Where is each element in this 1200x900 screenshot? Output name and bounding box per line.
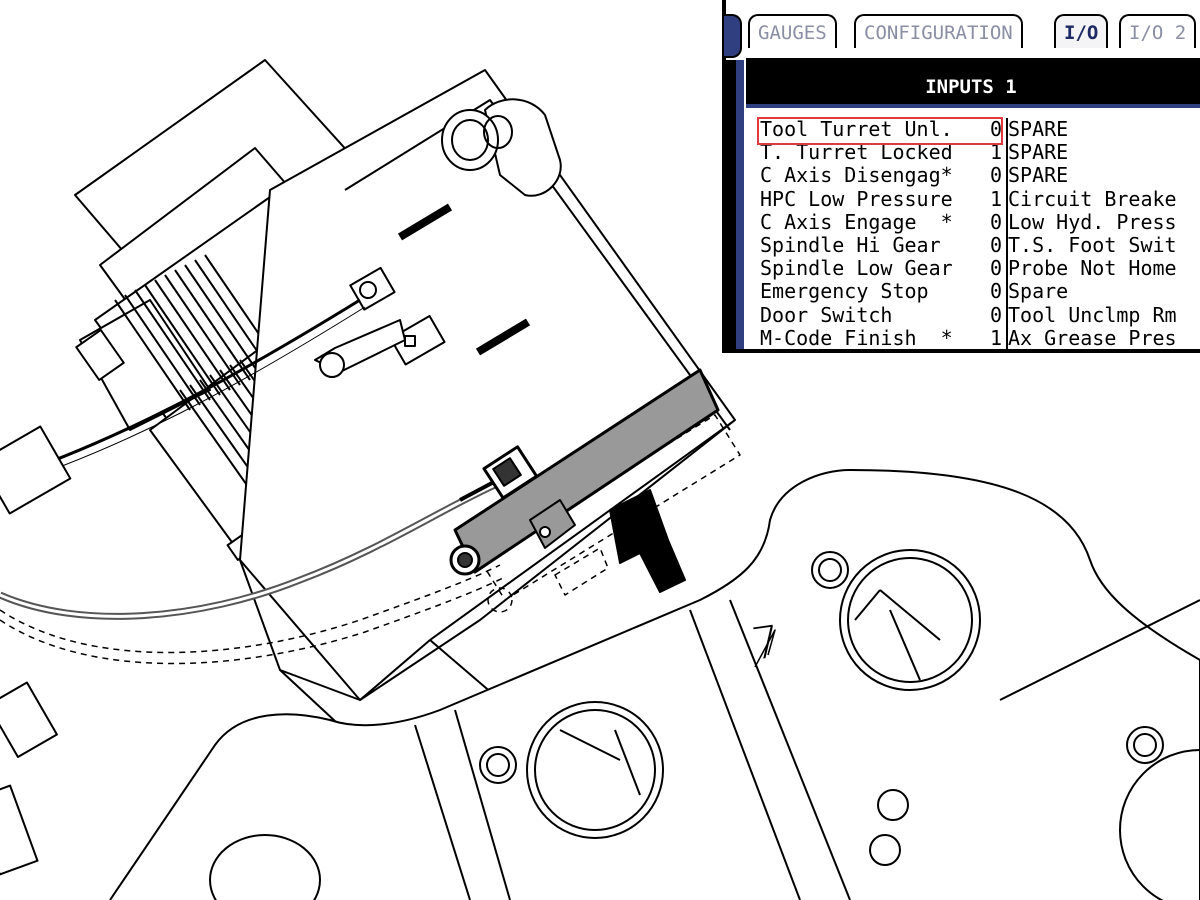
io-row: T. Turret Locked 1 SPARE	[756, 140, 1068, 164]
tab-stub[interactable]	[724, 14, 742, 58]
io-row: HPC Low Pressure 1 Circuit Breake	[756, 187, 1177, 211]
input-name-right: Spare	[1008, 279, 1069, 304]
input-value: 1	[989, 186, 1002, 211]
input-name-right: SPARE	[1008, 117, 1069, 141]
input-name: Emergency Stop	[760, 279, 929, 304]
io-row: Emergency Stop 0 Spare	[756, 280, 1068, 303]
io-row: C Axis Engage * 0 Low Hyd. Press	[756, 210, 1177, 234]
turret-unclamp-switch-bracket	[449, 368, 720, 576]
input-name-right: Low Hyd. Press	[1008, 209, 1177, 234]
sensor-cables	[0, 298, 506, 665]
input-name-right: Circuit Breake	[1008, 186, 1177, 211]
page-title: INPUTS 1	[925, 76, 1017, 98]
input-value: 0	[989, 232, 1002, 257]
input-value: 0	[989, 256, 1002, 281]
input-name-right: Ax Grease Pres	[1008, 325, 1177, 350]
io-row: C Axis Disengag* 0 SPARE	[756, 164, 1068, 187]
io-row: Spindle Low Gear 0 Probe Not Home	[756, 256, 1177, 280]
input-name-right: Tool Unclmp Rm	[1008, 302, 1177, 327]
ghost-bracket-position	[479, 414, 741, 613]
input-name-right: SPARE	[1008, 163, 1069, 188]
input-name: Door Switch	[760, 302, 893, 327]
input-value: 0	[989, 209, 1002, 234]
highlight-box	[757, 117, 1003, 145]
input-name: T. Turret Locked	[760, 140, 953, 165]
input-name: Spindle Hi Gear	[760, 232, 941, 257]
screen-frame-left	[722, 0, 726, 353]
input-name: C Axis Engage *	[760, 209, 953, 234]
column-divider	[1006, 118, 1008, 350]
input-name: M-Code Finish *	[760, 325, 953, 350]
control-io-screen: GAUGES CONFIGURATION I/O I/O 2 INPUTS 1 …	[722, 0, 1200, 353]
input-name: Spindle Low Gear	[760, 256, 953, 281]
input-value: 1	[989, 140, 1002, 165]
input-name: HPC Low Pressure	[760, 186, 953, 211]
screen-frame-bottom	[722, 349, 1200, 353]
left-rail-accent	[736, 60, 744, 349]
tab-configuration[interactable]: CONFIGURATION	[854, 14, 1023, 48]
tab-bar: GAUGES CONFIGURATION I/O I/O 2	[722, 0, 1200, 58]
io-row: M-Code Finish * 1 Ax Grease Pres	[756, 326, 1177, 350]
input-value: 0	[989, 117, 1002, 141]
io-row: Tool Turret Unl. 0 SPARE	[756, 117, 1068, 141]
direction-arrow	[609, 489, 686, 593]
input-value: 1	[989, 325, 1002, 350]
io-row: Spindle Hi Gear 0 T.S. Foot Swit	[756, 233, 1177, 257]
input-name-right: SPARE	[1008, 140, 1069, 165]
tab-io-2[interactable]: I/O 2	[1119, 14, 1197, 48]
input-name-right: T.S. Foot Swit	[1008, 232, 1177, 257]
io-row: Door Switch 0 Tool Unclmp Rm	[756, 303, 1177, 327]
input-name: C Axis Disengag*	[760, 163, 953, 188]
turret-disc	[0, 425, 1200, 900]
tab-io[interactable]: I/O	[1054, 14, 1109, 48]
header-bar	[746, 58, 1200, 108]
input-value: 0	[989, 279, 1002, 304]
inputs-list: Tool Turret Unl. 0 SPARE T. Turret Locke…	[756, 117, 1177, 350]
input-name: Tool Turret Unl.	[760, 117, 953, 141]
input-value: 0	[989, 163, 1002, 188]
input-name-right: Probe Not Home	[1008, 256, 1177, 281]
input-value: 0	[989, 302, 1002, 327]
tab-gauges[interactable]: GAUGES	[748, 14, 837, 48]
